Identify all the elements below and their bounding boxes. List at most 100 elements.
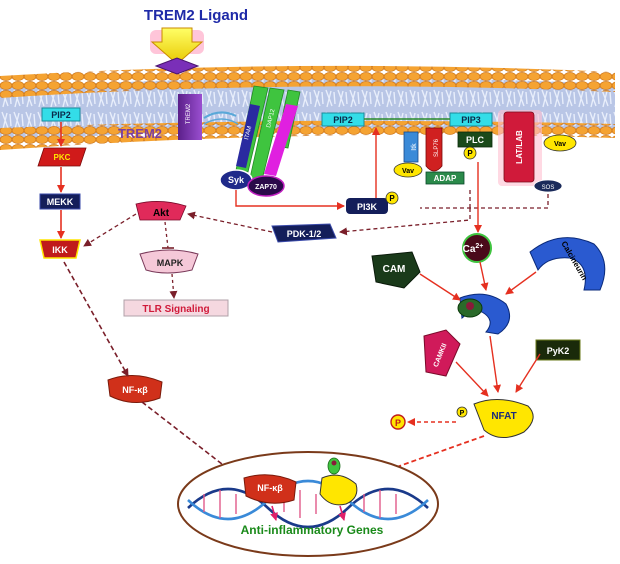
anti-inflammatory-genes-label: Anti-inflammatory Genes (241, 523, 384, 537)
ikk-node: IKK (39, 239, 81, 259)
mapk-node: MAPK (139, 249, 199, 274)
inhibit-akt-mapk (164, 221, 169, 249)
akt-label: Akt (153, 208, 170, 219)
pi3k-label: PI3K (357, 202, 378, 212)
lat-lab-label: LAT/LAB (515, 130, 524, 164)
zap70-label: ZAP70 (255, 184, 277, 191)
trem2-chain-label: TREM2 (186, 103, 192, 124)
trem2-dap12-link-2 (203, 118, 239, 125)
sos-label: SOS (542, 185, 555, 191)
ligand-arrow-icon (150, 27, 204, 75)
slp76-label: SLP76 (434, 138, 440, 157)
slp76-node: SLP76 (425, 127, 443, 172)
itam-right (264, 104, 298, 176)
camkii-node: CAMKII (423, 329, 461, 377)
membrane-inner-leaflet (0, 120, 615, 150)
cam-label: CAM (383, 264, 406, 275)
pi3k-phospho-label: P (389, 194, 395, 203)
arrow-akt-ikk (83, 213, 137, 247)
lat-lab-node: LAT/LAB (498, 110, 542, 186)
pip2-center-label: PIP2 (333, 115, 353, 125)
pip2-center-node: PIP2 (321, 112, 365, 127)
released-phospho-label: P (395, 418, 401, 428)
arrow-cam-complex (419, 273, 461, 301)
sos-node: SOS (533, 179, 563, 193)
vav-left-node: Vav (393, 162, 423, 178)
trem2-ligand-title: TREM2 Ligand (144, 7, 248, 24)
itk-label: Itk (411, 143, 418, 151)
dna-helix (187, 479, 429, 529)
trem2-label: TREM2 (118, 126, 162, 141)
arrow-nfkb-genes (270, 505, 278, 521)
pip2-left-label: PIP2 (51, 110, 71, 120)
plc-node: PLC (457, 131, 493, 148)
vav-right-node: Vav (543, 134, 577, 152)
calcineurin-node: Calcineurin (529, 237, 606, 291)
nfkb-nucleus-node: NF-κβ (243, 474, 297, 504)
cam-calcineurin-complex (457, 293, 511, 335)
arrow-mapk-tlr (169, 273, 178, 299)
arrow-nfat-genes (338, 505, 346, 521)
nfat-node: NFAT (473, 399, 534, 438)
nfat-nucleus-node (319, 457, 358, 506)
vav-left-label: Vav (402, 168, 414, 175)
trem2-dap12-link (203, 111, 237, 119)
zap70-node: ZAP70 (247, 175, 285, 197)
plc-phospho-label: P (467, 149, 473, 158)
pkc-node: PKC (37, 147, 87, 167)
arrows (57, 122, 549, 482)
nfat-label: NFAT (491, 411, 516, 422)
calcium-label: Ca2+ (463, 243, 484, 255)
tlr-signaling-node: TLR Signaling (123, 299, 229, 317)
arrow-ikk-nfkb (63, 261, 129, 377)
nucleus-envelope (177, 451, 439, 557)
itam-left-label: ITAM (244, 126, 253, 141)
dap12-label: DAP12 (266, 108, 277, 129)
arrow-nfat-nucleus (359, 435, 485, 482)
syk-node: Syk (219, 169, 253, 191)
arrow-pdk-akt (187, 211, 273, 233)
cell-membrane (0, 65, 615, 150)
arrow-complex-nfat (489, 335, 501, 393)
arrow-to-pdk (340, 190, 549, 232)
plc-label: PLC (466, 135, 485, 145)
arrow-calcium-complex (479, 261, 489, 291)
mapk-label: MAPK (157, 258, 184, 268)
plc-phospho: P (463, 146, 477, 160)
mekk-label: MEKK (47, 197, 74, 207)
arrow-nfkb-nucleus (141, 401, 241, 479)
trem2-transmembrane (178, 94, 202, 140)
nfkb-nucleus-label: NF-κβ (257, 483, 283, 493)
syk-label: Syk (228, 175, 245, 185)
nfat-phospho: P (456, 406, 468, 418)
pi3k-phospho: P (385, 191, 399, 205)
nfat-phospho-label: P (460, 410, 465, 417)
calcium-charge: 2+ (475, 243, 483, 250)
pkc-label: PKC (54, 153, 71, 162)
pip2-left-node: PIP2 (41, 107, 81, 122)
mekk-node: MEKK (39, 193, 81, 210)
nucleus: NF-κβ Anti-inflammatory Genes (177, 451, 439, 557)
pip3-node: PIP3 (449, 112, 493, 127)
akt-node: Akt (135, 201, 187, 221)
dap12-dimer: ITAM DAP12 (235, 85, 301, 181)
adap-node: ADAP (425, 171, 465, 185)
arrow-syk-pi3k (235, 190, 345, 210)
cam-node: CAM (371, 251, 421, 289)
adap-label: ADAP (434, 174, 457, 183)
arrow-pyk2-nfat (515, 353, 541, 393)
tlr-signaling-label: TLR Signaling (142, 304, 209, 315)
calcium-base: Ca (463, 244, 476, 255)
released-phospho: P (390, 414, 406, 430)
calcium-node: Ca2+ (462, 233, 492, 263)
itk-node: Itk (403, 131, 419, 163)
pyk2-label: PyK2 (547, 346, 570, 356)
pi3k-node: PI3K (346, 198, 388, 214)
arrow-camkii-nfat (455, 361, 489, 397)
pyk2-node: PyK2 (535, 339, 581, 361)
itam-left (236, 104, 260, 168)
pdk-label: PDK-1/2 (287, 229, 322, 239)
ikk-label: IKK (52, 245, 68, 255)
trem2-receptor: TREM2 TREM2 (118, 94, 202, 141)
